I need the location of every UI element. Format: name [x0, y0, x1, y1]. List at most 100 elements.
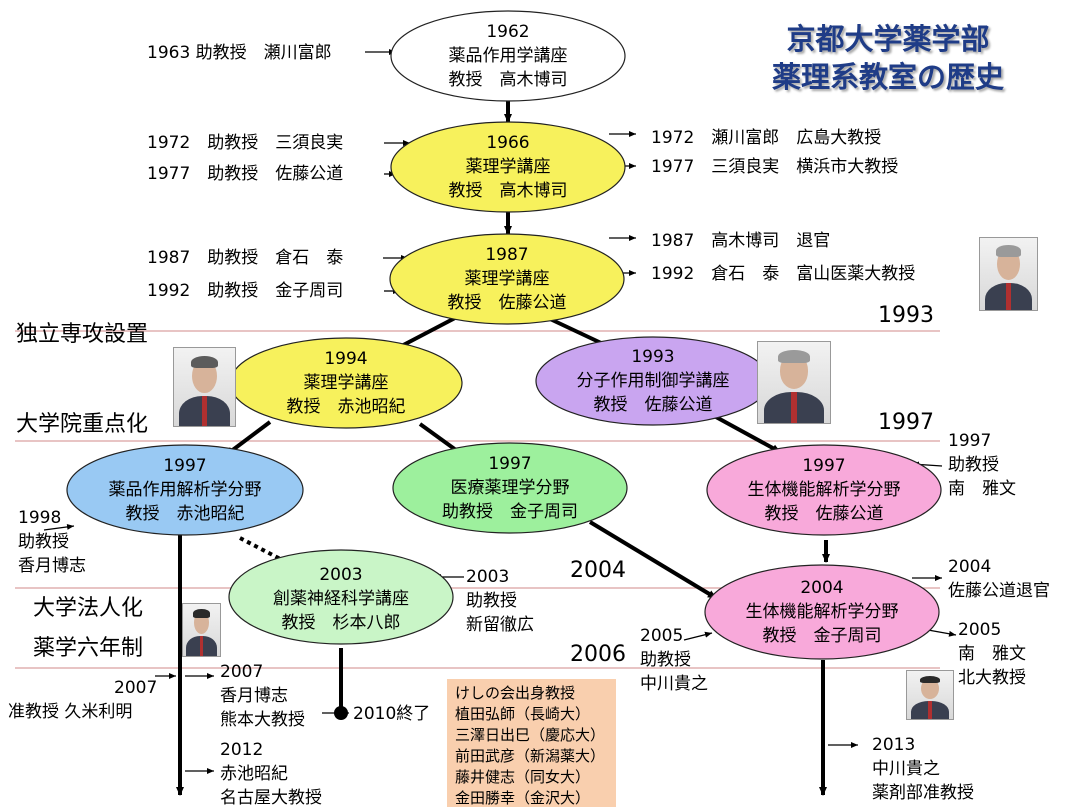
node-1994-head: 教授 赤池昭紀	[286, 397, 406, 417]
node-1997b-name: 医療薬理学分野	[450, 478, 570, 498]
alumni-item: 金田勝幸（金沢大）	[455, 789, 591, 807]
portrait-photo-icon	[979, 237, 1038, 311]
node-1987-ellipse	[389, 233, 625, 325]
thin-arrow-a1998	[43, 523, 75, 531]
node-1966-year: 1966	[486, 133, 530, 153]
node-1987: 1987 薬理学講座 教授 佐藤公道	[407, 243, 607, 315]
alumni-item: 前田武彦（新潟薬大）	[455, 747, 606, 765]
node-2003-ellipse	[228, 549, 454, 645]
note-2005-departure-person: 南 雅文	[958, 644, 1026, 664]
node-1993-year: 1993	[631, 347, 675, 367]
portrait-photo-icon	[757, 341, 831, 424]
note-1972-assoc: 1972 助教授 三須良実	[147, 133, 344, 153]
node-1966-name: 薬理学講座	[465, 157, 551, 177]
note-1977-departure: 1977 三須良実 横浜市大教授	[651, 157, 899, 177]
node-1997b: 1997 医療薬理学分野 助教授 金子周司	[410, 452, 610, 524]
node-2004-name: 生体機能解析学分野	[745, 602, 899, 622]
node-1994-year: 1994	[324, 349, 368, 369]
note-2007-katsuki-year: 2007	[220, 662, 264, 682]
note-2007-kume-year: 2007	[114, 678, 158, 698]
note-1963: 1963 助教授 瀬川富郎	[147, 43, 332, 63]
node-2003: 2003 創薬神経科学講座 教授 杉本八郎	[241, 563, 441, 635]
node-1994: 1994 薬理学講座 教授 赤池昭紀	[246, 347, 446, 419]
note-2005-assoc: 2005 助教授 中川貴之	[640, 624, 708, 696]
node-1994-name: 薬理学講座	[303, 373, 389, 393]
note-2003-assoc-person: 新留徹広	[466, 615, 534, 635]
node-1962-head: 教授 高木博司	[448, 70, 568, 90]
arrow-1997b-2004	[588, 520, 718, 600]
alumni-item: 藤井健志（同女大）	[455, 768, 591, 786]
title-line-1: 京都大学薬学部	[786, 22, 990, 56]
year-mark-1993: 1993	[878, 303, 934, 328]
portrait-photo-icon	[182, 603, 221, 657]
node-1997c-year: 1997	[802, 456, 846, 476]
alumni-item: 三澤日出巳（慶応大）	[455, 726, 606, 744]
node-1997a: 1997 薬品作用解析学分野 教授 赤池昭紀	[75, 454, 295, 526]
note-1997-assoc-role: 助教授	[948, 455, 999, 475]
alumni-item: 植田弘師（長崎大）	[455, 705, 591, 723]
note-2004-retire-year: 2004	[948, 557, 992, 577]
note-2007-katsuki-person: 香月博志	[220, 686, 288, 706]
node-1966-ellipse	[390, 121, 626, 213]
portrait-photo-icon	[173, 347, 236, 427]
note-2013-nakagawa: 2013 中川貴之 薬剤部准教授	[872, 733, 974, 805]
note-2013-person: 中川貴之	[872, 759, 940, 779]
node-2003-head: 教授 杉本八郎	[281, 613, 401, 633]
thin-arrow-r2005	[927, 629, 957, 637]
node-1993-head: 教授 佐藤公道	[593, 395, 713, 415]
node-2004-head: 教授 金子周司	[762, 626, 882, 646]
note-1997-assoc-person: 南 雅文	[948, 479, 1016, 499]
alumni-heading: けしの会出身教授	[455, 684, 576, 702]
note-2005-assoc-person: 中川貴之	[640, 674, 708, 694]
node-1987-year: 1987	[485, 245, 529, 265]
note-2005-departure-dest: 北大教授	[958, 668, 1026, 688]
note-2013-year: 2013	[872, 735, 916, 755]
note-2005-assoc-role: 助教授	[640, 650, 691, 670]
node-1962-name: 薬品作用学講座	[448, 46, 568, 66]
note-2007-katsuki: 2007 香月博志 熊本大教授	[220, 660, 305, 732]
note-1998-assoc-year: 1998	[18, 508, 62, 528]
portrait-photo-icon	[906, 670, 954, 720]
note-1997-assoc: 1997 助教授 南 雅文	[948, 429, 1016, 501]
node-1962: 1962 薬品作用学講座 教授 高木博司	[408, 20, 608, 92]
era-label-graduate-focus: 大学院重点化	[16, 412, 149, 437]
note-2012-dest: 名古屋大教授	[220, 788, 322, 808]
note-1987-assoc: 1987 助教授 倉石 泰	[147, 248, 344, 268]
note-2004-retire-text: 佐藤公道退官	[948, 581, 1050, 601]
note-1977-assoc: 1977 助教授 佐藤公道	[147, 164, 344, 184]
node-1997b-ellipse	[392, 442, 628, 534]
note-2005-departure: 2005 南 雅文 北大教授	[958, 618, 1026, 690]
node-1997c-ellipse	[706, 444, 942, 536]
era-label-independent-major: 独立専攻設置	[16, 322, 149, 347]
note-2003-assoc-role: 助教授	[466, 591, 517, 611]
node-1997b-year: 1997	[488, 454, 532, 474]
node-1997c-name: 生体機能解析学分野	[747, 480, 901, 500]
note-2005-departure-year: 2005	[958, 620, 1002, 640]
note-2010-end: 2010終了	[353, 704, 431, 724]
note-1998-assoc-role: 助教授	[18, 532, 69, 552]
node-1966: 1966 薬理学講座 教授 高木博司	[408, 131, 608, 203]
node-2004-year: 2004	[800, 578, 844, 598]
node-1997c: 1997 生体機能解析学分野 教授 佐藤公道	[714, 454, 934, 526]
node-1966-head: 教授 高木博司	[448, 181, 568, 201]
year-mark-2004: 2004	[570, 558, 626, 583]
node-1997a-year: 1997	[163, 456, 207, 476]
note-2013-dest: 薬剤部准教授	[872, 783, 974, 803]
arrow-1993-1997c	[715, 415, 781, 454]
note-2003-assoc: 2003 助教授 新留徹広	[466, 565, 534, 637]
note-2007-kume: 2007 准教授 久米利明	[8, 676, 157, 724]
node-1987-head: 教授 佐藤公道	[447, 293, 567, 313]
note-1992-departure: 1992 倉石 泰 富山医薬大教授	[651, 264, 916, 284]
note-2005-assoc-year: 2005	[640, 626, 684, 646]
note-1992-assoc: 1992 助教授 金子周司	[147, 281, 344, 301]
note-1997-assoc-year: 1997	[948, 431, 992, 451]
node-1997c-head: 教授 佐藤公道	[764, 504, 884, 524]
note-2004-retire: 2004 佐藤公道退官	[948, 555, 1050, 603]
era-label-six-year: 薬学六年制	[33, 636, 144, 661]
node-1997a-name: 薬品作用解析学分野	[108, 480, 262, 500]
era-label-incorporation: 大学法人化	[33, 596, 144, 621]
node-1997a-head: 教授 赤池昭紀	[125, 504, 245, 524]
year-mark-2006: 2006	[570, 642, 626, 667]
